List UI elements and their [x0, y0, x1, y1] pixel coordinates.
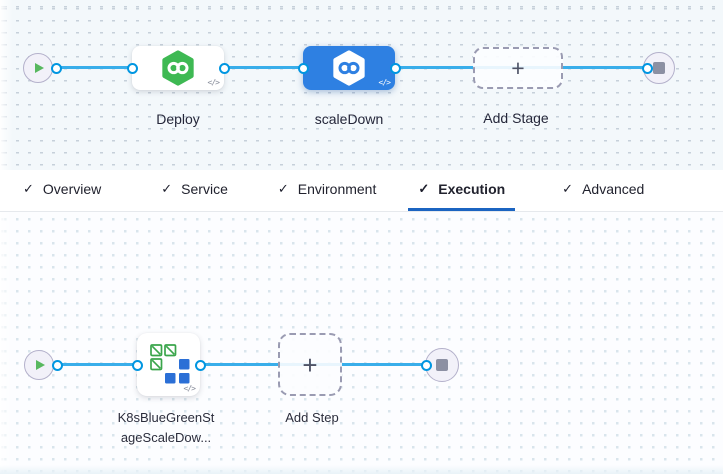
stop-icon [436, 359, 448, 371]
plus-icon: + [302, 349, 318, 380]
stop-icon [653, 62, 665, 74]
step-label-line1: K8sBlueGreenSt [117, 410, 215, 425]
cd-stage-icon [162, 50, 194, 86]
play-icon [35, 63, 44, 73]
stage-label-deploy: Deploy [156, 111, 200, 127]
tab-label: Overview [42, 181, 102, 197]
tab-label: Advanced [582, 181, 645, 197]
yaml-toggle-icon[interactable]: </> [207, 78, 220, 87]
plus-icon: + [511, 54, 525, 81]
cd-stage-icon-selected [333, 50, 365, 86]
step-label-k8s-bluegreen-scaledown: K8sBlueGreenSt ageScaleDow... [91, 408, 241, 448]
step-node-k8s-bluegreen-scaledown[interactable]: </> [137, 333, 200, 396]
add-step-button[interactable]: + [278, 333, 342, 396]
check-icon: ✓ [418, 181, 430, 196]
check-icon: ✓ [161, 181, 173, 196]
check-icon: ✓ [562, 181, 574, 196]
execution-start-node [24, 350, 54, 380]
canvas-left-fade [0, 212, 13, 474]
port-after-start [50, 62, 62, 74]
canvas-bottom-tint [0, 465, 723, 474]
port-scaledown-left [297, 62, 309, 74]
tab-label: Service [181, 181, 228, 197]
yaml-toggle-icon[interactable]: </> [183, 384, 196, 393]
k8s-blue-green-scaledown-icon [150, 344, 190, 384]
canvas-left-fade [0, 0, 13, 170]
play-icon [36, 360, 45, 370]
stage-node-deploy[interactable]: </> [132, 46, 224, 90]
tab-overview[interactable]: ✓ Overview [13, 170, 111, 211]
stage-node-scaledown[interactable]: </> [303, 46, 395, 90]
port-step-right [194, 359, 206, 371]
step-label-line2: ageScaleDow... [120, 430, 212, 445]
port-scaledown-right [389, 62, 401, 74]
add-stage-button[interactable]: + [473, 47, 563, 89]
check-icon: ✓ [23, 181, 34, 196]
step-connector-line [40, 363, 426, 366]
tab-execution[interactable]: ✓ Execution [408, 170, 516, 211]
tab-label: Environment [297, 181, 377, 197]
port-deploy-right [218, 62, 230, 74]
stage-pipeline-canvas: </> </> + Deploy scaleDown Add Stage [0, 0, 723, 170]
port-after-start [51, 359, 63, 371]
port-deploy-left [126, 62, 138, 74]
tab-service[interactable]: ✓ Service [151, 170, 238, 211]
check-icon: ✓ [277, 181, 289, 196]
tab-advanced[interactable]: ✓ Advanced [552, 170, 654, 211]
pipeline-start-node [23, 53, 53, 83]
tab-label: Execution [438, 181, 506, 197]
add-stage-label: Add Stage [483, 110, 549, 126]
yaml-toggle-icon[interactable]: </> [378, 78, 391, 87]
port-before-end [420, 359, 432, 371]
port-before-end [641, 62, 653, 74]
tab-environment[interactable]: ✓ Environment [268, 170, 387, 211]
execution-canvas: </> + K8sBlueGreenSt ageScaleDow... Add … [0, 212, 723, 474]
pipeline-end-node [643, 52, 675, 84]
port-step-left [131, 359, 143, 371]
stage-label-scaledown: scaleDown [314, 111, 384, 127]
stage-config-tabbar: ✓ Overview ✓ Service ✓ Environment ✓ Exe… [0, 170, 723, 212]
add-step-label: Add Step [285, 410, 339, 425]
